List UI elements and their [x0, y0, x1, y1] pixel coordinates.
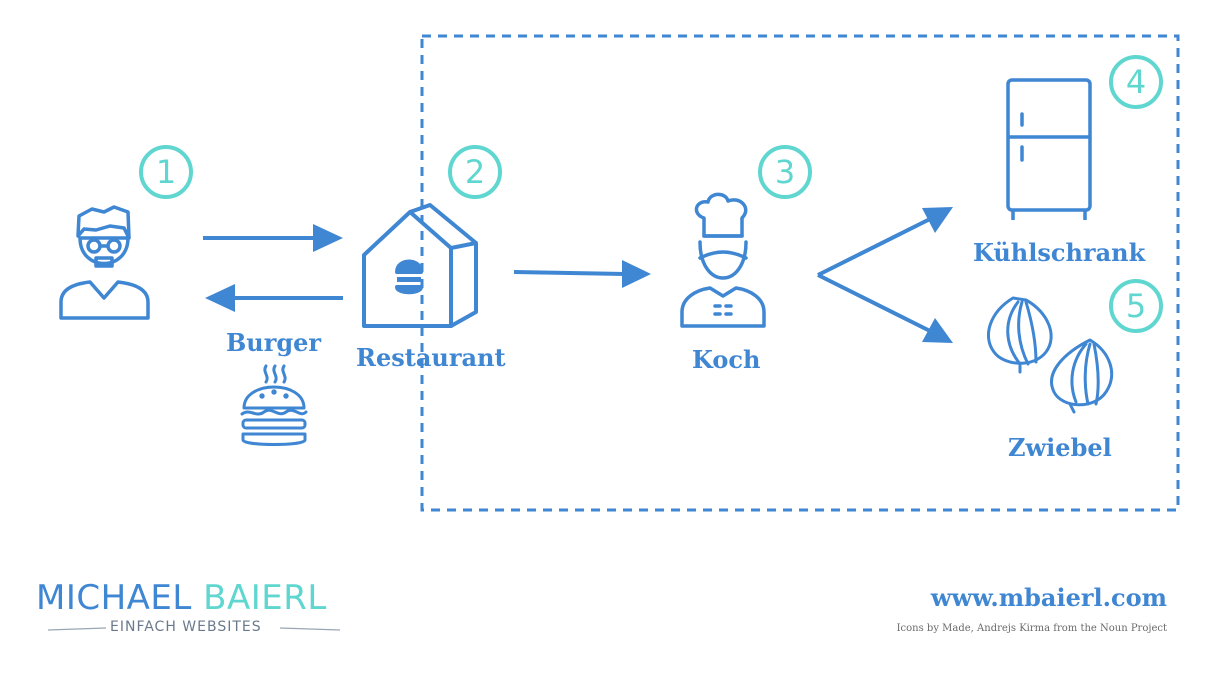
onion-icon: [986, 296, 1114, 414]
restaurant-icon: [362, 203, 478, 328]
customer-icon: [59, 205, 150, 320]
step-number-1: 1: [139, 145, 193, 199]
fridge-icon: [1006, 78, 1092, 220]
burger-label: Burger: [226, 328, 322, 357]
website-link[interactable]: www.mbaierl.com: [930, 583, 1167, 612]
icon-credits: Icons by Made, Andrejs Kirma from the No…: [896, 623, 1167, 634]
brand-tagline: EINFACH WEBSITES: [110, 619, 262, 635]
burger-icon: [240, 364, 308, 446]
arrow-restaurant-to-cook: [513, 260, 651, 288]
step-number-4: 4: [1109, 55, 1163, 109]
arrow-restaurant-to-customer: [205, 284, 343, 312]
chef-icon: [680, 192, 766, 328]
arrow-customer-to-restaurant: [203, 224, 343, 252]
cook-label: Koch: [692, 345, 761, 374]
arrow-cook-to-fridge: [817, 207, 953, 277]
step-number-3: 3: [758, 145, 812, 199]
onion-label: Zwiebel: [1008, 433, 1112, 462]
brand-name-last: BAIERL: [203, 578, 327, 618]
fridge-label: Kühlschrank: [973, 238, 1146, 267]
step-number-2: 2: [448, 145, 502, 199]
step-number-5: 5: [1109, 279, 1163, 333]
restaurant-label: Restaurant: [356, 343, 506, 372]
arrow-cook-to-onion: [817, 273, 953, 343]
brand-logo: MICHAEL BAIERL: [36, 578, 327, 618]
brand-tagline-rule: [48, 627, 341, 631]
system-boundary: [420, 34, 1180, 512]
brand-name-first: MICHAEL: [36, 578, 192, 618]
